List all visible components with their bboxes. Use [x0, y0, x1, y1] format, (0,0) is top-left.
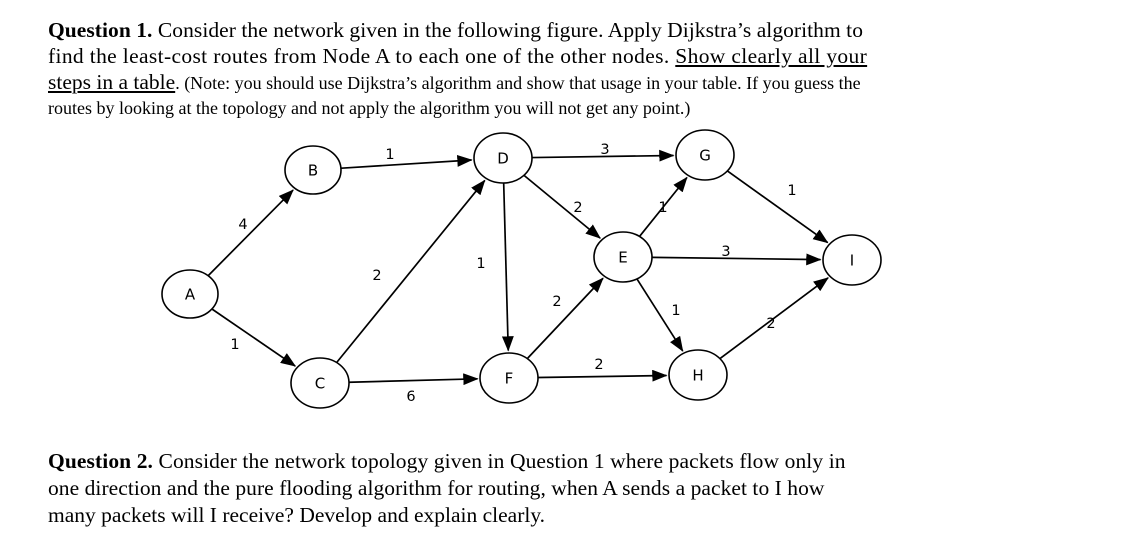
question-1-line-2-underlined: Show clearly all your: [675, 43, 868, 68]
graph-node-label-e: E: [618, 249, 627, 267]
graph-edge-weights: 4 1 1 2 6 3 2 1 1 3 1 2 2 1 2: [230, 142, 796, 405]
graph-node-a: [161, 269, 219, 319]
graph-node-label-g: G: [699, 147, 711, 165]
edge-weight-h-i: 2: [766, 316, 775, 332]
graph-edge-f-h: [538, 369, 668, 382]
edge-weight-c-d: 2: [372, 268, 381, 284]
graph-edge-e-i: [652, 253, 822, 266]
graph-edge-e-h: [636, 278, 684, 352]
question-2-block: Question 2. Consider the network topolog…: [48, 448, 1008, 529]
edge-weight-g-i: 1: [787, 183, 796, 199]
edge-weight-a-b: 4: [238, 217, 247, 233]
graph-edges: [207, 149, 829, 386]
graph-node-e: [593, 231, 653, 283]
graph-node-i: [822, 234, 882, 286]
graph-node-label-i: I: [850, 252, 854, 270]
question-1-line-3: steps in a table. (Note: you should use …: [48, 70, 1014, 96]
graph-node-label-d: D: [497, 150, 509, 168]
edge-weight-c-f: 6: [406, 389, 415, 405]
graph-edge-d-g: [532, 149, 675, 162]
graph-node-h: [668, 349, 728, 401]
question-1-line-3-note: . (Note: you should use Dijkstra’s algor…: [175, 73, 861, 93]
graph-node-label-c: C: [315, 375, 325, 393]
question-2-line-1-text: Consider the network topology given in Q…: [153, 449, 846, 473]
question-1-line-3-underlined: steps in a table: [48, 70, 176, 94]
question-1-line-4: routes by looking at the topology and no…: [48, 97, 691, 118]
edge-weight-d-g: 3: [600, 142, 609, 158]
graph-node-f: [479, 352, 539, 404]
edge-weight-d-e: 2: [573, 200, 582, 216]
question-1-line-1-text: Consider the network given in the follow…: [152, 18, 863, 42]
graph-edge-e-g: [639, 176, 688, 237]
edge-weight-f-h: 2: [594, 357, 603, 373]
edge-weight-e-i: 3: [721, 244, 730, 260]
edge-weight-e-h: 1: [671, 303, 680, 319]
question-2-label: Question 2.: [48, 449, 154, 473]
question-1-block: Question 1. Consider the network given i…: [48, 18, 1014, 119]
graph-node-label-h: H: [692, 367, 703, 385]
question-2-line-2: one direction and the pure flooding algo…: [48, 476, 825, 500]
graph-node-d: [473, 132, 533, 184]
graph-node-b: [284, 145, 342, 195]
question-1-line-1: Question 1. Consider the network given i…: [48, 18, 1014, 44]
graph-edge-d-e: [523, 174, 601, 239]
graph-edge-c-d: [336, 179, 486, 363]
graph-edge-a-b: [207, 189, 294, 276]
graph-node-label-f: F: [505, 370, 514, 388]
question-1-line-2: find the least-cost routes from Node A t…: [48, 44, 1014, 70]
question-1-label: Question 1.: [48, 18, 153, 42]
graph-edge-a-c: [211, 308, 297, 367]
graph-node-g: [675, 129, 735, 181]
graph-edge-d-f: [501, 183, 514, 352]
edge-weight-d-f: 1: [476, 256, 485, 272]
graph-node-label-b: B: [308, 162, 318, 180]
graph-node-label-a: A: [185, 286, 196, 304]
graph-node-c: [290, 357, 350, 409]
edge-weight-b-d: 1: [385, 147, 394, 163]
question-1-line-2-plain: find the least-cost routes from Node A t…: [48, 43, 676, 68]
edge-weight-f-e: 2: [552, 294, 561, 310]
graph-nodes: A B C D E F G H I: [161, 129, 882, 409]
graph-edge-g-i: [727, 170, 829, 244]
graph-edge-h-i: [719, 277, 829, 360]
question-2-line-1: Question 2. Consider the network topolog…: [48, 448, 1008, 475]
graph-edge-b-d: [341, 154, 473, 170]
graph-edge-f-e: [527, 277, 604, 359]
edge-weight-e-g: 1: [658, 200, 667, 216]
graph-edge-c-f: [349, 373, 479, 386]
network-diagram: A B C D E F G H I 4 1 1 2 6 3 2 1 1 3 1 2 2 1 2: [0, 128, 1000, 428]
network-graph-svg: A B C D E F G H I 4 1 1 2 6 3 2 1 1 3 1 2 2 1 2: [161, 129, 882, 409]
question-2-line-3: many packets will I receive? Develop and…: [48, 503, 546, 527]
edge-weight-a-c: 1: [230, 337, 239, 353]
